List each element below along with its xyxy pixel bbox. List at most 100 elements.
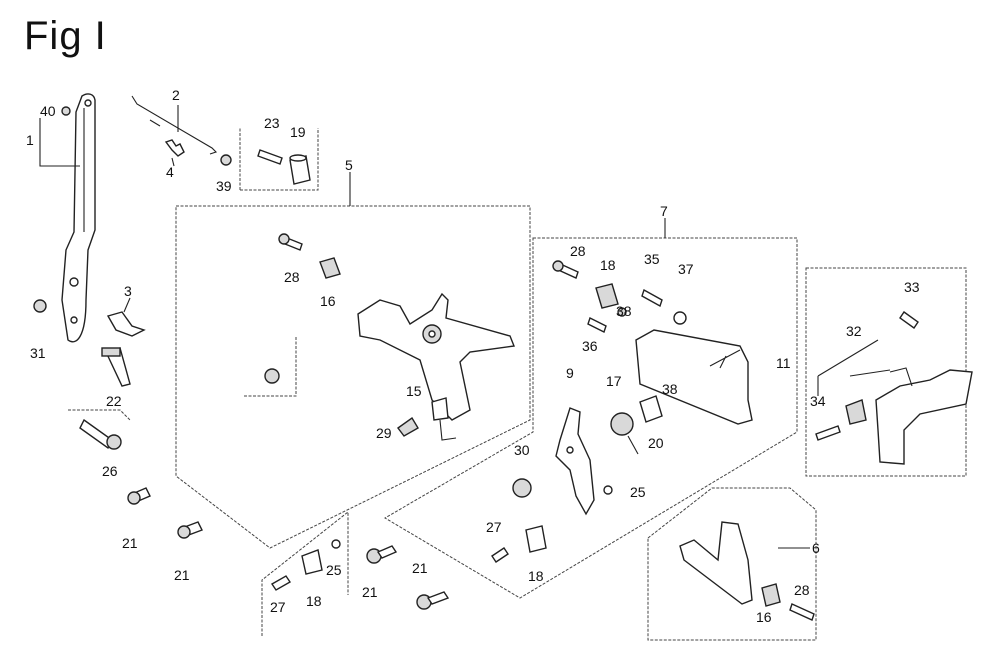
callout-23: 23 bbox=[264, 115, 280, 131]
callout-17: 17 bbox=[606, 373, 622, 389]
callout-28-left: 28 bbox=[284, 269, 300, 285]
callout-28-right: 28 bbox=[794, 582, 810, 598]
control-lever-arm bbox=[39, 93, 96, 343]
assembly-frame-6 bbox=[647, 487, 817, 641]
nut-40 bbox=[61, 106, 71, 116]
callout-32: 32 bbox=[846, 323, 862, 339]
nut-31 bbox=[33, 299, 47, 313]
washer-25-mid bbox=[603, 485, 613, 495]
spring-4 bbox=[164, 139, 185, 167]
callout-21-c: 21 bbox=[362, 584, 378, 600]
callout-2: 2 bbox=[172, 87, 180, 103]
bracket-left-bolts bbox=[68, 409, 131, 421]
spring-16-mid bbox=[595, 283, 619, 309]
nut-30 bbox=[512, 478, 532, 498]
callout-38-upper: 38 bbox=[616, 303, 632, 319]
callout-5: 5 bbox=[345, 157, 353, 173]
callout-30: 30 bbox=[514, 442, 530, 458]
callout-1: 1 bbox=[26, 132, 34, 148]
leader-lines-right bbox=[817, 339, 891, 396]
bolt-28-mid bbox=[552, 260, 579, 279]
bolt-28-left bbox=[278, 233, 303, 251]
bracket-small-parts bbox=[261, 510, 349, 636]
callout-15: 15 bbox=[406, 383, 422, 399]
bolt-36 bbox=[587, 317, 607, 333]
callout-40: 40 bbox=[40, 103, 56, 119]
bolt-28-right bbox=[789, 603, 815, 621]
bolt-21-c bbox=[366, 545, 398, 564]
spacer-18-left bbox=[301, 549, 323, 575]
bracket-23-19 bbox=[239, 128, 319, 191]
callout-25-mid: 25 bbox=[630, 484, 646, 500]
callout-6: 6 bbox=[812, 540, 820, 556]
callout-21-d: 21 bbox=[412, 560, 428, 576]
spacer-18-mid bbox=[525, 525, 547, 553]
callout-20: 20 bbox=[648, 435, 664, 451]
callout-38-lower: 38 bbox=[662, 381, 678, 397]
callout-25-left: 25 bbox=[326, 562, 342, 578]
collar-20 bbox=[639, 395, 663, 423]
spring-3 bbox=[106, 297, 146, 337]
bolt-29 bbox=[397, 416, 419, 437]
callout-19: 19 bbox=[290, 124, 306, 140]
bolt-27-left bbox=[271, 575, 291, 591]
callout-35: 35 bbox=[644, 251, 660, 267]
callout-37: 37 bbox=[678, 261, 694, 277]
bolt-34 bbox=[815, 425, 841, 441]
callout-9: 9 bbox=[566, 365, 574, 381]
callout-31: 31 bbox=[30, 345, 46, 361]
washer-38-upper bbox=[617, 307, 627, 317]
figure-title: Fig I bbox=[24, 14, 107, 58]
spring-17 bbox=[610, 412, 639, 455]
collar-19 bbox=[289, 154, 311, 185]
callout-27-left: 27 bbox=[270, 599, 286, 615]
assembly-frame-7 bbox=[384, 218, 798, 599]
nut-39 bbox=[220, 154, 232, 166]
governor-lever-assembly bbox=[357, 292, 515, 441]
bracket-part-15-area bbox=[244, 336, 297, 397]
callout-11: 11 bbox=[776, 355, 791, 371]
callout-7: 7 bbox=[660, 203, 668, 219]
spring-32 bbox=[845, 399, 867, 425]
callout-18-top: 18 bbox=[600, 257, 616, 273]
assembly-frame-5 bbox=[175, 172, 531, 549]
callout-21-b: 21 bbox=[174, 567, 190, 583]
bolt-26 bbox=[79, 418, 122, 450]
callout-36: 36 bbox=[582, 338, 598, 354]
callout-27-mid: 27 bbox=[486, 519, 502, 535]
callout-26: 26 bbox=[102, 463, 118, 479]
bracket-11 bbox=[635, 329, 753, 425]
lever-9 bbox=[555, 407, 595, 516]
callout-33: 33 bbox=[904, 279, 920, 295]
washer-25-left bbox=[331, 539, 341, 549]
pin-22 bbox=[101, 347, 131, 387]
spring-16-left bbox=[319, 257, 341, 279]
bolt-21-b bbox=[177, 521, 203, 539]
callout-16-left: 16 bbox=[320, 293, 336, 309]
callout-22: 22 bbox=[106, 393, 122, 409]
bolt-35 bbox=[641, 288, 663, 308]
bolt-23 bbox=[257, 149, 283, 165]
callout-34: 34 bbox=[810, 393, 826, 409]
callout-29: 29 bbox=[376, 425, 392, 441]
bolt-21-d bbox=[416, 591, 450, 610]
callout-labels: 40 1 2 4 39 23 19 5 7 28 16 3 31 22 26 2… bbox=[26, 87, 920, 625]
callout-18-left: 18 bbox=[306, 593, 322, 609]
callout-3: 3 bbox=[124, 283, 132, 299]
clip-15 bbox=[431, 397, 449, 421]
bolt-21-a bbox=[127, 487, 151, 505]
callout-18-mid: 18 bbox=[528, 568, 544, 584]
washer-37 bbox=[673, 311, 687, 325]
spring-16-right bbox=[761, 583, 781, 607]
callout-16-right: 16 bbox=[756, 609, 772, 625]
callout-39: 39 bbox=[216, 178, 232, 194]
callout-21-a: 21 bbox=[122, 535, 138, 551]
callout-4: 4 bbox=[166, 164, 174, 180]
plate-6 bbox=[679, 521, 753, 605]
callout-28-mid: 28 bbox=[570, 243, 586, 259]
nut-in-5 bbox=[264, 368, 280, 384]
choke-bracket bbox=[875, 367, 973, 465]
throttle-rod bbox=[131, 95, 218, 155]
bolt-33 bbox=[899, 311, 919, 329]
